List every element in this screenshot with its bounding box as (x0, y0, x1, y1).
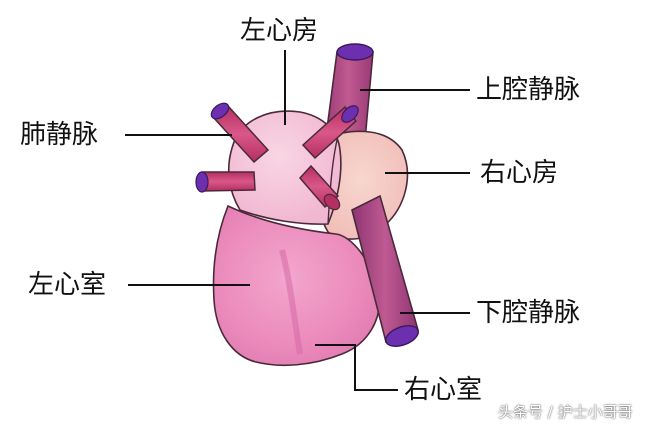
label-superior-vena-cava: 上腔静脉 (476, 75, 581, 105)
pulmonary-vein-upper-left (210, 102, 270, 164)
atrial-septum (327, 135, 339, 225)
pulmonary-vein-upper-right (301, 105, 359, 160)
label-inferior-vena-cava: 下腔静脉 (476, 298, 581, 328)
label-left-ventricle: 左心室 (28, 270, 107, 300)
watermark: 头条号 / 护士小哥哥 (498, 403, 633, 421)
inferior-vena-cava-opening (385, 325, 419, 347)
label-right-atrium: 右心房 (480, 158, 559, 188)
superior-vena-cava-opening (336, 43, 374, 61)
label-left-atrium: 左心房 (240, 16, 319, 46)
label-pulmonary-veins: 肺静脉 (20, 120, 99, 150)
pulmonary-vein-lower-right (298, 164, 341, 211)
label-right-ventricle: 右心室 (404, 375, 483, 405)
inferior-vena-cava (351, 194, 419, 347)
leader-line-right-ventricle (315, 344, 398, 391)
ventricles (212, 204, 380, 367)
pulmonary-vein-lower-left (195, 171, 256, 193)
interventricular-groove (279, 249, 303, 355)
